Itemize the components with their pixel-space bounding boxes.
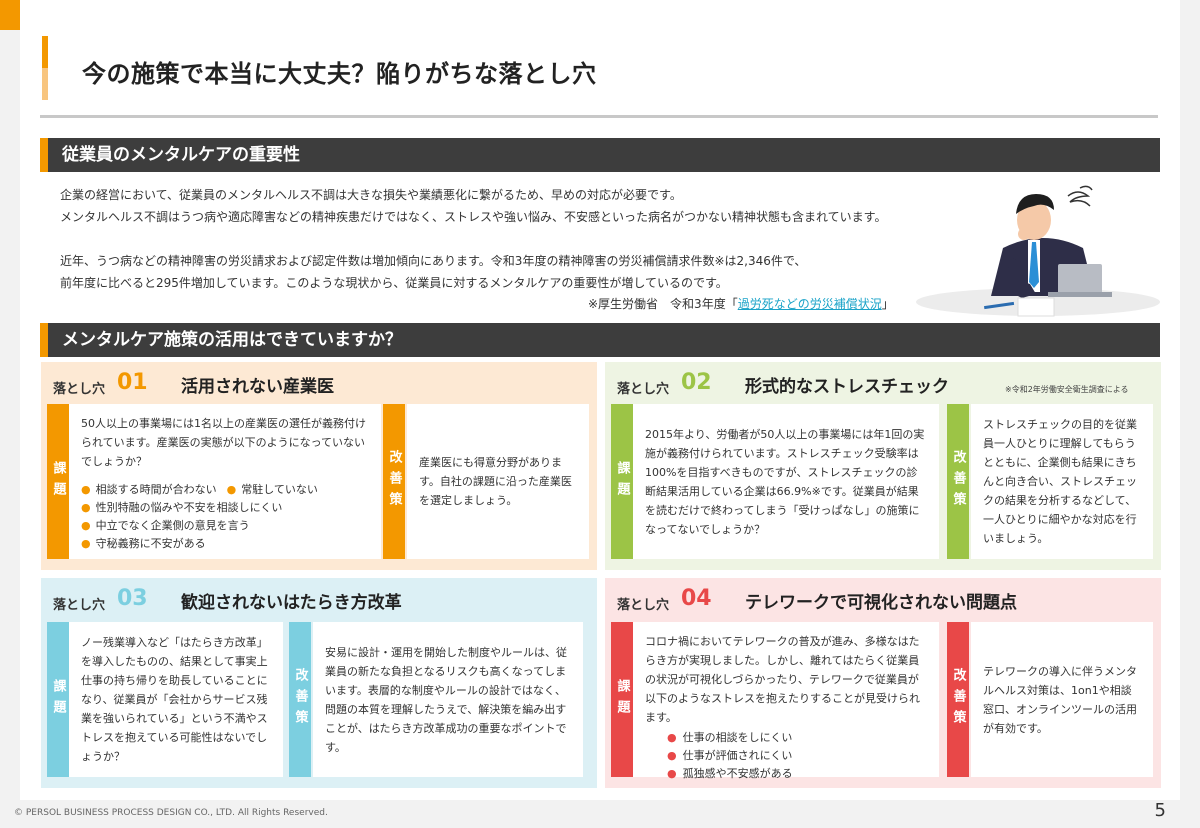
corner-accent [0, 0, 20, 30]
pitfall-number: 01 [117, 370, 148, 395]
page-title: 今の施策で本当に大丈夫？陥りがちな落とし穴 [82, 60, 597, 88]
issue-text: 50人以上の事業場には1名以上の産業医の選任が義務付けられています。産業医の実態… [81, 417, 366, 468]
improve-label: 改善策 [289, 622, 311, 777]
improve-label: 改善策 [947, 622, 969, 777]
pitfall-tag: 落とし穴 [617, 382, 670, 397]
slide: 今の施策で本当に大丈夫？陥りがちな落とし穴 従業員のメンタルケアの重要性 企業の… [20, 0, 1180, 800]
intro-line: 企業の経営において、従業員のメンタルヘルス不調は大きな損失や業績悪化に繋がるため… [60, 188, 682, 202]
issue-label: 課題 [611, 404, 633, 559]
improve-text: 産業医にも得意分野があります。自社の課題に沿った産業医を選定しましょう。 [419, 456, 572, 507]
issue-label: 課題 [611, 622, 633, 777]
bullet-item: 仕事の相談をしにくい [667, 729, 905, 747]
bullet-item: 相談する時間が合わない [81, 481, 217, 499]
improve-text: ストレスチェックの目的を従業員一人ひとりに理解してもらうとともに、企業側も結果に… [983, 418, 1137, 545]
pitfall-note: ※令和2年労働安全衛生調査による [1005, 385, 1129, 394]
improve-text: テレワークの導入に伴うメンタルヘルス対策は、1on1や相談窓口、オンラインツール… [983, 664, 1137, 735]
intro-line: 前年度に比べると295件増加しています。このような現状から、従業員に対するメンタ… [60, 276, 728, 290]
page-number: 5 [1154, 800, 1166, 821]
title-accent-bar [42, 36, 48, 100]
issue-text: コロナ禍においてテレワークの普及が進み、多様なはたらき方が実現しました。しかし、… [645, 635, 920, 724]
copyright-text: © PERSOL BUSINESS PROCESS DESIGN CO., LT… [14, 808, 328, 818]
bullet-item: 常駐していない [227, 481, 318, 499]
issue-text: 2015年より、労働者が50人以上の事業場には年1回の実施が義務付けられています… [645, 427, 925, 536]
improve-label: 改善策 [383, 404, 405, 559]
bullet-item: 性別特融の悩みや不安を相談しにくい [81, 499, 283, 517]
source-link[interactable]: 過労死などの労災補償状況 [737, 297, 882, 311]
pitfall-title: 歓迎されないはたらき方改革 [181, 593, 402, 613]
bullet-item: 孤独感や不安感がある [667, 765, 905, 783]
section-heading-utilization: メンタルケア施策の活用はできていますか？ [40, 323, 1160, 357]
pitfall-tag: 落とし穴 [53, 382, 106, 397]
improve-text: 安易に設計・運用を開始した制度やルールは、従業員の新たな負担となるリスクも高くな… [325, 645, 567, 754]
improve-box: 産業医にも得意分野があります。自社の課題に沿った産業医を選定しましょう。 [407, 404, 589, 559]
stressed-worker-illustration [916, 185, 1160, 317]
improve-label: 改善策 [947, 404, 969, 559]
issue-box: 2015年より、労働者が50人以上の事業場には年1回の実施が義務付けられています… [633, 404, 939, 559]
bullet-item: 守秘義務に不安がある [81, 535, 206, 553]
pitfall-number: 03 [117, 586, 148, 611]
issue-box: コロナ禍においてテレワークの普及が進み、多様なはたらき方が実現しました。しかし、… [633, 622, 939, 780]
pitfall-number: 04 [681, 586, 712, 611]
pitfall-card-04: 落とし穴 04 テレワークで可視化されない問題点 課題 コロナ禍においてテレワー… [605, 578, 1161, 788]
source-citation: ※厚生労働省 令和3年度「過労死などの労災補償状況」 [588, 297, 894, 311]
pitfall-card-01: 落とし穴 01 活用されない産業医 課題 50人以上の事業場には1名以上の産業医… [41, 362, 597, 570]
issue-box: ノー残業導入など「はたらき方改革」を導入したものの、結果として事実上仕事の持ち帰… [69, 622, 283, 777]
pitfall-title: 活用されない産業医 [181, 377, 334, 397]
issue-label: 課題 [47, 404, 69, 559]
issue-bullets: 仕事の相談をしにくい 仕事が評価されにくい 孤独感や不安感がある [633, 729, 939, 783]
bullet-item: 中立でなく企業側の意見を言う [81, 517, 250, 535]
improve-box: 安易に設計・運用を開始した制度やルールは、従業員の新たな負担となるリスクも高くな… [313, 622, 583, 777]
intro-text: 企業の経営において、従業員のメンタルヘルス不調は大きな損失や業績悪化に繋がるため… [60, 184, 886, 294]
issue-box: 50人以上の事業場には1名以上の産業医の選任が義務付けられています。産業医の実態… [69, 404, 381, 559]
pitfall-title: テレワークで可視化されない問題点 [745, 593, 1017, 613]
pitfall-number: 02 [681, 370, 712, 395]
intro-line: メンタルヘルス不調はうつ病や適応障害などの精神疾患だけではなく、ストレスや強い悩… [60, 210, 887, 224]
pitfall-tag: 落とし穴 [53, 598, 106, 613]
issue-label: 課題 [47, 622, 69, 777]
title-divider [40, 115, 1158, 118]
pitfall-card-03: 落とし穴 03 歓迎されないはたらき方改革 課題 ノー残業導入など「はたらき方改… [41, 578, 597, 788]
bullet-item: 仕事が評価されにくい [667, 747, 905, 765]
section-heading-importance: 従業員のメンタルケアの重要性 [40, 138, 1160, 172]
improve-box: テレワークの導入に伴うメンタルヘルス対策は、1on1や相談窓口、オンラインツール… [971, 622, 1153, 777]
issue-bullets: 相談する時間が合わない 常駐していない 性別特融の悩みや不安を相談しにくい 中立… [69, 481, 381, 553]
issue-text: ノー残業導入など「はたらき方改革」を導入したものの、結果として事実上仕事の持ち帰… [81, 636, 268, 763]
improve-box: ストレスチェックの目的を従業員一人ひとりに理解してもらうとともに、企業側も結果に… [971, 404, 1153, 559]
pitfall-card-02: 落とし穴 02 形式的なストレスチェック ※令和2年労働安全衛生調査による 課題… [605, 362, 1161, 570]
pitfall-title: 形式的なストレスチェック [745, 377, 949, 397]
pitfall-tag: 落とし穴 [617, 598, 670, 613]
intro-line: 近年、うつ病などの精神障害の労災請求および認定件数は増加傾向にあります。令和3年… [60, 254, 807, 268]
